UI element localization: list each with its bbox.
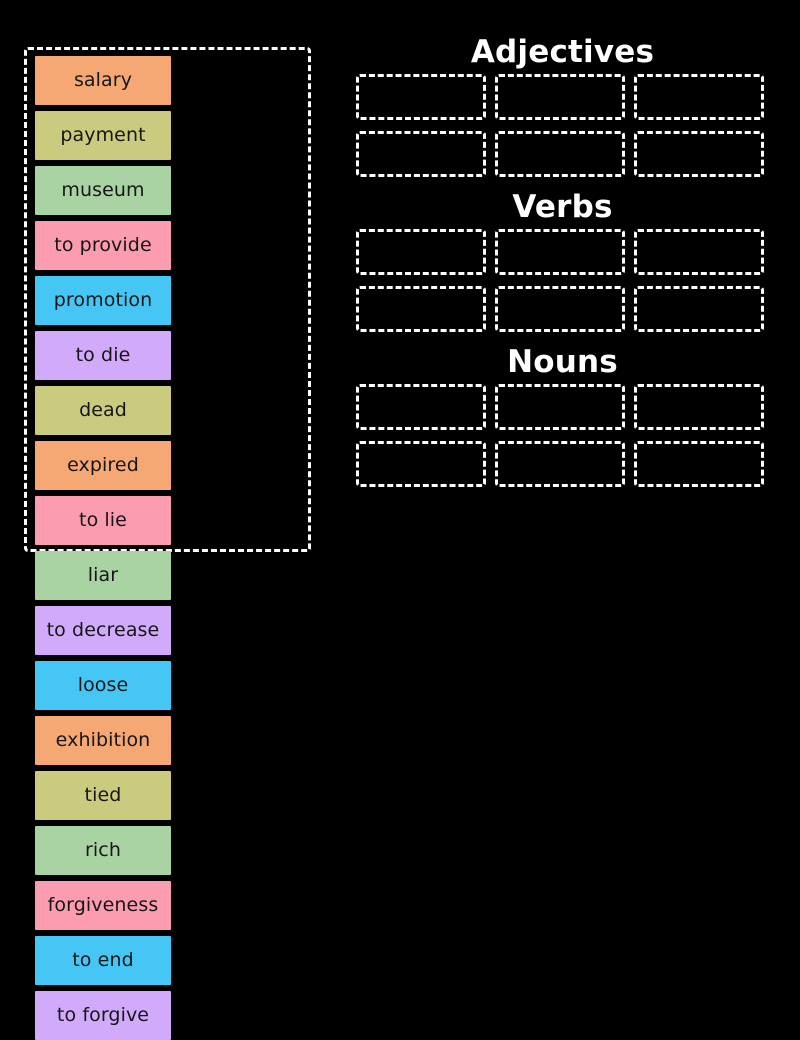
drop-slot[interactable] bbox=[356, 384, 486, 430]
word-tile[interactable]: to end bbox=[35, 936, 171, 985]
drop-slot[interactable] bbox=[356, 131, 486, 177]
word-tile[interactable]: dead bbox=[35, 386, 171, 435]
word-tile[interactable]: to die bbox=[35, 331, 171, 380]
drop-slot[interactable] bbox=[356, 74, 486, 120]
word-tile[interactable]: to decrease bbox=[35, 606, 171, 655]
category-title: Verbs bbox=[512, 189, 613, 225]
drop-slot[interactable] bbox=[634, 384, 764, 430]
drop-slot[interactable] bbox=[634, 441, 764, 487]
drop-slot-grid bbox=[340, 384, 785, 487]
drop-slot[interactable] bbox=[634, 286, 764, 332]
drop-slot[interactable] bbox=[356, 229, 486, 275]
drop-slot[interactable] bbox=[634, 74, 764, 120]
word-bank-container[interactable]: salary payment museum to provide promotion to… bbox=[24, 47, 311, 1040]
word-tile[interactable]: expired bbox=[35, 441, 171, 490]
category-section: Verbs bbox=[340, 185, 785, 332]
word-tile[interactable]: loose bbox=[35, 661, 171, 710]
drop-slot[interactable] bbox=[495, 229, 625, 275]
drop-slot[interactable] bbox=[495, 131, 625, 177]
drop-slot[interactable] bbox=[495, 441, 625, 487]
word-tile[interactable]: exhibition bbox=[35, 716, 171, 765]
word-tile[interactable]: museum bbox=[35, 166, 171, 215]
drop-slot[interactable] bbox=[634, 229, 764, 275]
word-tile[interactable]: promotion bbox=[35, 276, 171, 325]
drop-slot-grid bbox=[340, 74, 785, 177]
category-title: Adjectives bbox=[470, 34, 655, 70]
drop-slot-grid bbox=[340, 229, 785, 332]
drop-slot[interactable] bbox=[495, 286, 625, 332]
category-section: Nouns bbox=[340, 340, 785, 487]
word-tile[interactable]: salary bbox=[35, 56, 171, 105]
word-tile[interactable]: liar bbox=[35, 551, 171, 600]
word-tile[interactable]: rich bbox=[35, 826, 171, 875]
word-tile[interactable]: tied bbox=[35, 771, 171, 820]
word-tile[interactable]: to forgive bbox=[35, 991, 171, 1040]
category-title: Nouns bbox=[507, 344, 618, 380]
word-tile[interactable]: to lie bbox=[35, 496, 171, 545]
word-tile[interactable]: payment bbox=[35, 111, 171, 160]
category-section: Adjectives bbox=[340, 30, 785, 177]
drop-slot[interactable] bbox=[356, 286, 486, 332]
drop-slot[interactable] bbox=[356, 441, 486, 487]
drop-slot[interactable] bbox=[495, 384, 625, 430]
drop-slot[interactable] bbox=[634, 131, 764, 177]
word-tile[interactable]: to provide bbox=[35, 221, 171, 270]
drop-slot[interactable] bbox=[495, 74, 625, 120]
word-tile[interactable]: forgiveness bbox=[35, 881, 171, 930]
